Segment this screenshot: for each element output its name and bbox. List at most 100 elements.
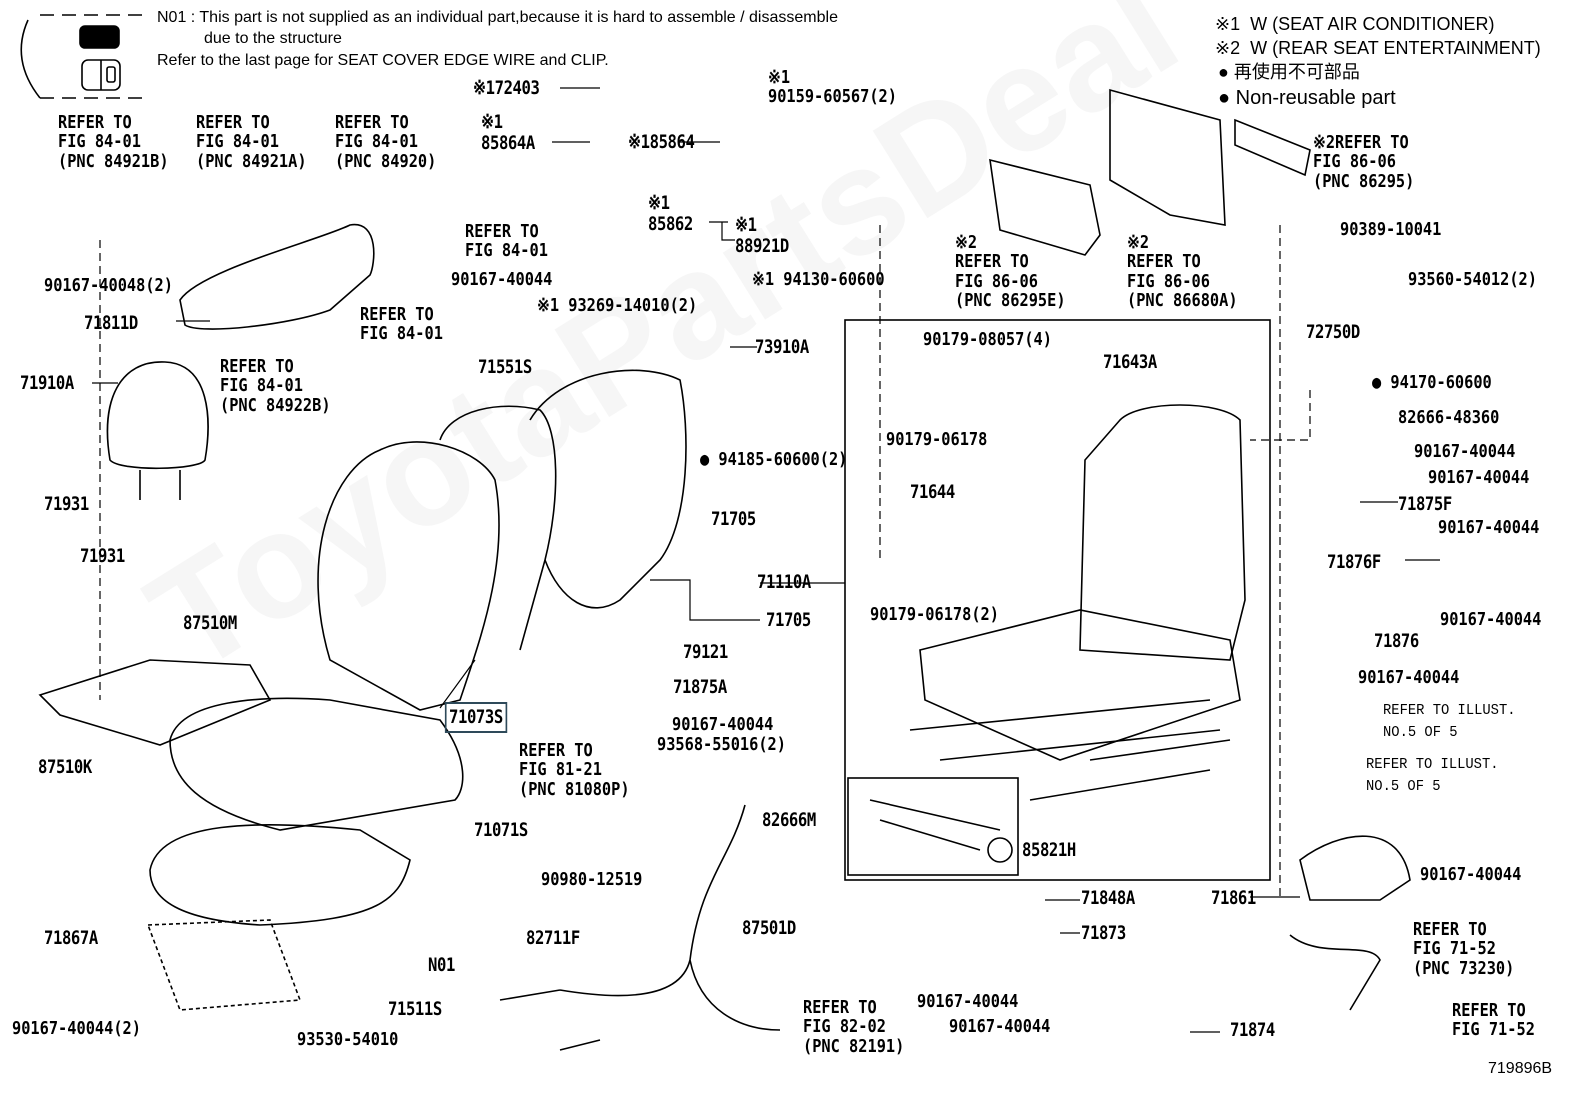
wire-harness-drawing bbox=[499, 804, 781, 1051]
part-label: 85821H bbox=[1022, 839, 1076, 861]
part-label: ※1 88921D bbox=[735, 214, 789, 257]
legend-item-4: ● Non-reusable part bbox=[1218, 87, 1396, 109]
part-label: 71876 bbox=[1374, 630, 1419, 652]
part-label: REFER TO FIG 81-21 (PNC 81080P) bbox=[519, 740, 630, 800]
part-label: 82666-48360 bbox=[1398, 407, 1500, 428]
part-label: ※1 85862 bbox=[648, 192, 693, 235]
part-label: 71644 bbox=[910, 481, 955, 503]
part-label: 73910A bbox=[755, 336, 809, 358]
part-label: 90167-40044 bbox=[1414, 441, 1516, 462]
part-label: 87510K bbox=[38, 756, 92, 778]
part-label: 71811D bbox=[84, 312, 138, 334]
part-label: REFER TO FIG 84-01 (PNC 84921A) bbox=[196, 112, 307, 172]
part-label: 71875A bbox=[673, 676, 727, 698]
cushion-plate-drawing bbox=[38, 659, 272, 746]
part-label: 93568-55016(2) bbox=[657, 734, 786, 755]
part-label: REFER TO FIG 84-01 (PNC 84921B) bbox=[58, 112, 169, 172]
part-label: 72750D bbox=[1306, 321, 1360, 343]
part-label: N01 bbox=[428, 954, 455, 976]
part-label: 90167-40048(2) bbox=[44, 275, 173, 296]
note-line-2: due to the structure bbox=[204, 30, 342, 47]
part-label: 71873 bbox=[1081, 922, 1126, 944]
part-label: ※1 93269-14010(2) bbox=[537, 295, 698, 316]
part-label: 90179-08057(4) bbox=[923, 329, 1052, 350]
seat-frame-drawing bbox=[909, 404, 1246, 801]
legend-text-jp: 再使用不可部品 bbox=[1233, 62, 1360, 82]
headrest-drawing bbox=[106, 361, 209, 500]
legend-item-1: ※1 W (SEAT AIR CONDITIONER) bbox=[1215, 14, 1495, 34]
part-label: 71071S bbox=[474, 819, 528, 841]
legend-bracket bbox=[20, 14, 150, 99]
part-label: 71931 bbox=[80, 545, 125, 567]
part-label: 71875F bbox=[1398, 493, 1452, 515]
part-label: 82666M bbox=[762, 809, 816, 831]
part-label: 90167-40044 bbox=[1440, 609, 1542, 630]
leader-lines bbox=[92, 87, 1440, 1033]
part-label: 71848A bbox=[1081, 887, 1135, 909]
legend-text-en: Non-reusable part bbox=[1235, 87, 1396, 109]
part-label: 93560-54012(2) bbox=[1408, 269, 1537, 290]
part-label: 87510M bbox=[183, 612, 237, 634]
part-label: 90389-10041 bbox=[1340, 219, 1442, 240]
part-label: 90179-06178(2) bbox=[870, 604, 999, 625]
part-label: 71551S bbox=[478, 356, 532, 378]
part-label: 71705 bbox=[711, 508, 756, 530]
part-label: 71910A bbox=[20, 372, 74, 394]
part-label: 90167-40044 bbox=[451, 269, 553, 290]
part-label: 71110A bbox=[757, 571, 811, 593]
part-label: REFER TO FIG 84-01 bbox=[465, 221, 548, 262]
part-label: ※185864 bbox=[628, 131, 695, 153]
part-label: 87501D bbox=[742, 917, 796, 939]
part-label: REFER TO ILLUST. NO.5 OF 5 bbox=[1366, 756, 1499, 795]
part-label: ※2 REFER TO FIG 86-06 (PNC 86680A) bbox=[1127, 232, 1238, 312]
part-label: 90167-40044 bbox=[1358, 667, 1460, 688]
part-label: 71867A bbox=[44, 927, 98, 949]
part-label: 90167-40044 bbox=[672, 714, 774, 735]
part-label: REFER TO FIG 71-52 bbox=[1452, 1000, 1535, 1041]
part-label: 90167-40044 bbox=[1438, 517, 1540, 538]
part-label: ※2 REFER TO FIG 86-06 (PNC 86295E) bbox=[955, 232, 1066, 312]
part-label: 71874 bbox=[1230, 1019, 1275, 1041]
part-label: REFER TO FIG 84-01 (PNC 84922B) bbox=[220, 356, 331, 416]
seat-cushion-drawing bbox=[169, 697, 464, 831]
part-label: 71931 bbox=[44, 493, 89, 515]
note-line-3: Refer to the last page for SEAT COVER ED… bbox=[157, 52, 609, 69]
part-label: 79121 bbox=[683, 641, 728, 663]
part-label: 90167-40044 bbox=[1428, 467, 1530, 488]
back-board-drawing bbox=[1109, 88, 1226, 226]
adjuster-box bbox=[847, 777, 1019, 876]
part-label: 90167-40044 bbox=[949, 1016, 1051, 1037]
part-label: 90179-06178 bbox=[886, 429, 988, 450]
part-label: ※1 90159-60567(2) bbox=[768, 67, 897, 108]
part-label: 71643A bbox=[1103, 351, 1157, 373]
part-label: 71876F bbox=[1327, 551, 1381, 573]
part-label: 90167-40044 bbox=[1420, 864, 1522, 885]
part-label: ※1 85864A bbox=[481, 111, 535, 154]
seatback-pad-drawing bbox=[317, 441, 500, 711]
part-label: ● 94185-60600(2) bbox=[700, 449, 848, 470]
part-label: 71705 bbox=[766, 609, 811, 631]
part-label: 90980-12519 bbox=[541, 869, 643, 890]
seat-frame-box bbox=[844, 319, 1271, 881]
note-line-1: N01 : This part is not supplied as an in… bbox=[157, 9, 838, 26]
highlighted-part-label[interactable]: 71073S bbox=[444, 702, 507, 733]
legend-item-3: ● 再使用不可部品 bbox=[1218, 62, 1360, 82]
part-label: REFER TO FIG 84-01 bbox=[360, 304, 443, 345]
legend-item-2: ※2 W (REAR SEAT ENTERTAINMENT) bbox=[1215, 38, 1541, 58]
side-shield-drawing bbox=[179, 224, 375, 330]
part-label: ● 94170-60600 bbox=[1372, 372, 1492, 393]
part-label: ※2REFER TO FIG 86-06 (PNC 86295) bbox=[1313, 132, 1415, 192]
part-label: 82711F bbox=[526, 927, 580, 949]
part-label: 93530-54010 bbox=[297, 1029, 399, 1050]
diagram-code: 719896B bbox=[1488, 1060, 1553, 1077]
part-label: REFER TO FIG 82-02 (PNC 82191) bbox=[803, 997, 905, 1057]
part-label: REFER TO FIG 71-52 (PNC 73230) bbox=[1413, 919, 1515, 979]
part-label: ※1 94130-60600 bbox=[752, 269, 885, 290]
part-label: ※172403 bbox=[473, 77, 540, 99]
part-label: REFER TO FIG 84-01 (PNC 84920) bbox=[335, 112, 437, 172]
part-label: 90167-40044(2) bbox=[12, 1018, 141, 1039]
part-label: 90167-40044 bbox=[917, 991, 1019, 1012]
part-label: 71861 bbox=[1211, 887, 1256, 909]
